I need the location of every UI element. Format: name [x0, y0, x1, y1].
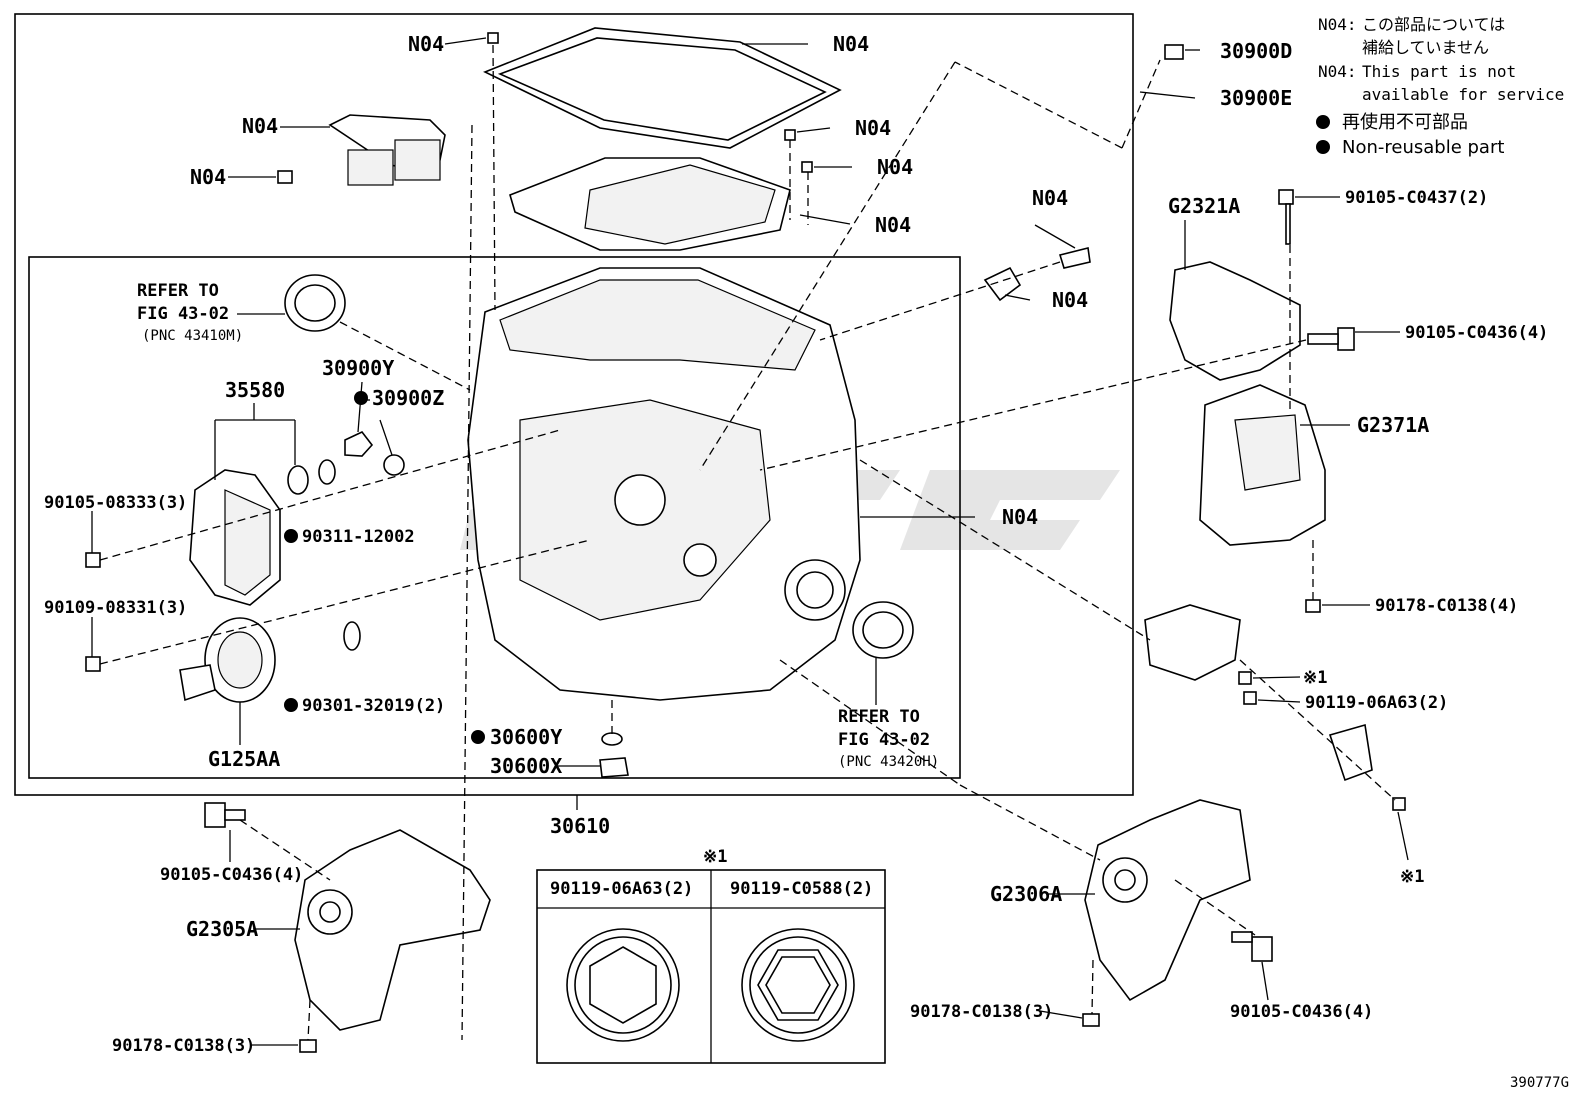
label-G2321A: G2321A	[1168, 194, 1240, 218]
legend-nonreusable-jp: 再使用不可部品	[1342, 112, 1468, 133]
label-n04-pan-gasket: N04	[833, 32, 869, 56]
label-90119-06A63: 90119-06A63(2)	[1305, 693, 1448, 713]
oil-seal-right	[852, 601, 914, 659]
label-90178-C0138-4: 90178-C0138(4)	[1375, 596, 1518, 616]
label-90301-32019: 90301-32019(2)	[302, 696, 445, 716]
mount-bracket-g2321a	[1169, 261, 1301, 381]
legend-n04-jp-line1: この部品については	[1362, 15, 1505, 34]
label-pnc-43420H: (PNC 43420H)	[838, 754, 939, 770]
label-n04-case: N04	[1002, 505, 1038, 529]
label-30600X: 30600X	[490, 754, 562, 778]
label-90178-C0138-3-left: 90178-C0138(3)	[112, 1036, 255, 1056]
bolt-icons	[85, 32, 1406, 1053]
label-G125AA: G125AA	[208, 747, 280, 771]
label-pnc-43410M: (PNC 43410M)	[142, 328, 243, 344]
legend-nonreusable-en: Non-reusable part	[1342, 137, 1504, 158]
nonreusable-marker-icons	[284, 115, 1330, 744]
flange-nut-icon	[741, 928, 855, 1042]
mount-bracket-small	[1144, 604, 1373, 782]
oil-cooler	[179, 617, 361, 703]
label-n04-plate-bolt-1: N04	[855, 116, 891, 140]
oil-pan-gasket	[483, 27, 842, 149]
label-90105-C0436-left: 90105-C0436(4)	[160, 865, 303, 885]
label-30900Z: 30900Z	[372, 386, 444, 410]
mount-insulator-g2371a	[1199, 384, 1326, 546]
part-labels: N04 N04 N04 N04 N04 N04 N04 N04 N04 N04 …	[44, 32, 1569, 1091]
label-refer-to-right: REFER TO	[838, 707, 920, 727]
label-G2371A: G2371A	[1357, 413, 1429, 437]
hex-nut-icon	[566, 928, 680, 1042]
label-90105-C0437: 90105-C0437(2)	[1345, 188, 1488, 208]
label-n04-top-bolt: N04	[408, 32, 444, 56]
label-30600Y: 30600Y	[490, 725, 562, 749]
label-n04-valve-body: N04	[875, 213, 911, 237]
electric-oil-pump	[189, 459, 336, 606]
legend-n04-jp-line2: 補給していません	[1362, 38, 1489, 57]
legend-n04-en-line2: available for service	[1362, 85, 1564, 104]
nut-reference-table: ※1 90119-06A63(2) 90119-C0588(2)	[536, 847, 886, 1064]
oil-seal-left	[284, 274, 346, 332]
label-n04-harness-bolt: N04	[190, 165, 226, 189]
label-30610: 30610	[550, 814, 610, 838]
outer-frame	[14, 13, 1134, 796]
label-30900E: 30900E	[1220, 86, 1292, 110]
drain-plug-parts	[344, 431, 629, 778]
label-35580: 35580	[225, 378, 285, 402]
mount-insulator-g2306a	[1084, 799, 1251, 1002]
speed-sensor	[983, 247, 1091, 302]
label-fig-43-02-left: FIG 43-02	[137, 304, 229, 324]
nut-table-col2: 90119-C0588(2)	[730, 879, 873, 899]
label-G2305A: G2305A	[186, 917, 258, 941]
label-refer-to-left: REFER TO	[137, 281, 219, 301]
label-n04-sensor: N04	[1052, 288, 1088, 312]
label-30900Y: 30900Y	[322, 356, 394, 380]
wire-harness-connector	[328, 114, 446, 186]
label-90311-12002: 90311-12002	[302, 527, 415, 547]
assembly-dashed-lines	[99, 44, 1396, 1041]
label-90105-C0436-right: 90105-C0436(4)	[1405, 323, 1548, 343]
label-90105-C0436-bottom: 90105-C0436(4)	[1230, 1002, 1373, 1022]
nut-table-col1: 90119-06A63(2)	[550, 879, 693, 899]
label-n04-harness: N04	[242, 114, 278, 138]
valve-body-plate	[509, 157, 791, 251]
label-note1-right: ※1	[1303, 668, 1327, 688]
mount-insulator-g2305a	[294, 829, 491, 1031]
label-90109-08331: 90109-08331(3)	[44, 598, 187, 618]
label-n04-sensor-bolt: N04	[1032, 186, 1068, 210]
leader-lines	[91, 37, 1409, 1046]
legend-n04-en-line1: This part is not	[1362, 62, 1516, 81]
label-90178-C0138-3-right: 90178-C0138(3)	[910, 1002, 1053, 1022]
legend: N04: この部品については 補給していません N04: This part i…	[1318, 15, 1564, 158]
label-G2306A: G2306A	[990, 882, 1062, 906]
legend-n04-code-en: N04:	[1318, 62, 1357, 81]
label-note1-bottom-right: ※1	[1400, 867, 1424, 887]
label-diagram-id: 390777G	[1510, 1075, 1569, 1091]
label-30900D: 30900D	[1220, 39, 1292, 63]
label-n04-plate-bolt-2: N04	[877, 155, 913, 179]
label-fig-43-02-right: FIG 43-02	[838, 730, 930, 750]
nut-table-note: ※1	[703, 847, 727, 867]
label-90105-08333: 90105-08333(3)	[44, 493, 187, 513]
legend-n04-code-jp: N04:	[1318, 15, 1357, 34]
transaxle-case	[467, 267, 861, 701]
